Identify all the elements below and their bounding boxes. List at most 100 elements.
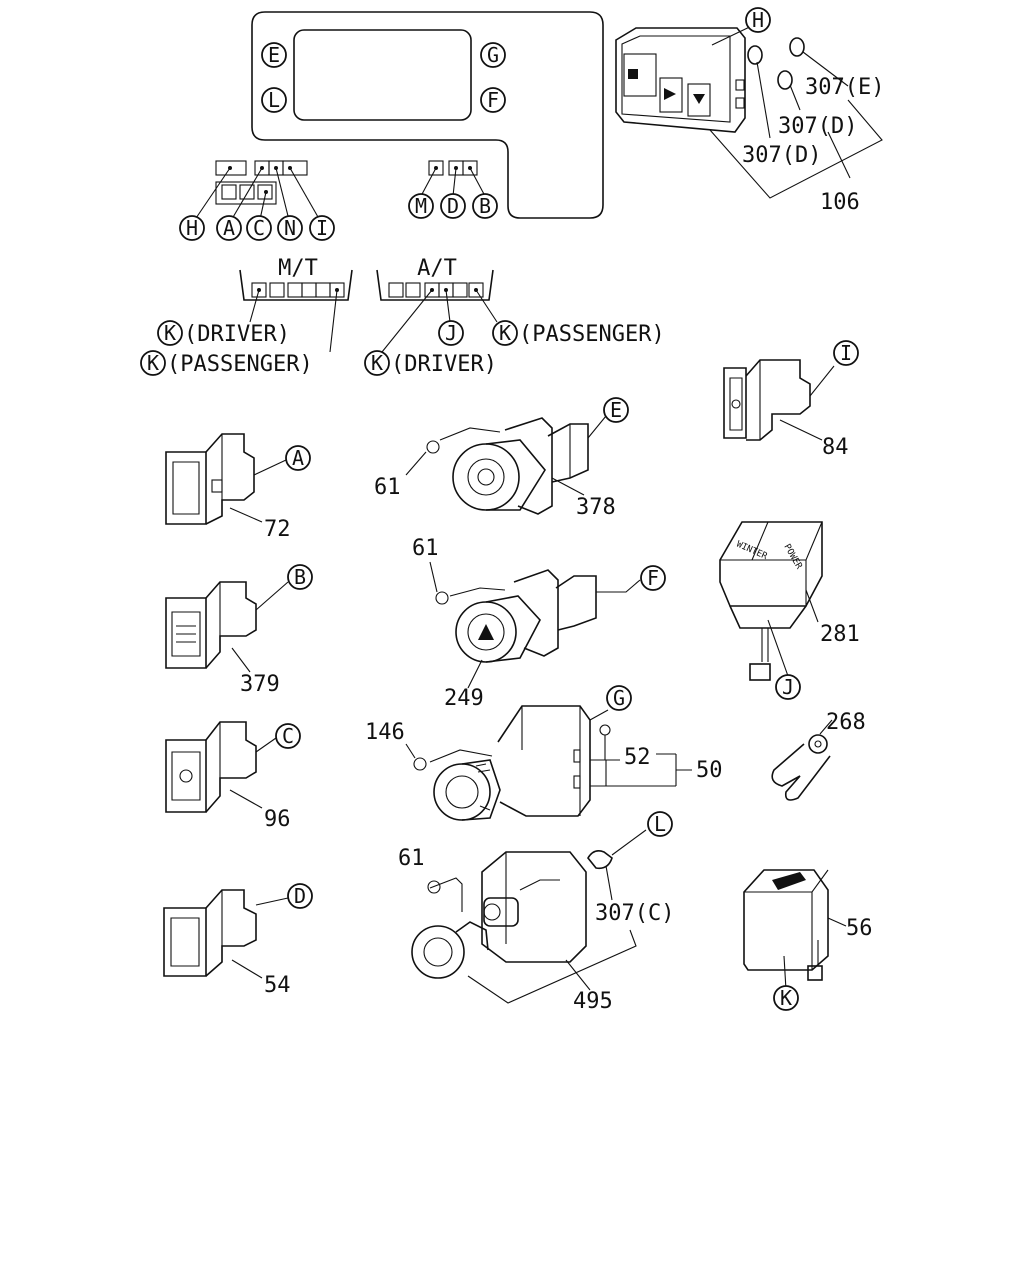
svg-text:E: E [268, 43, 280, 67]
switch-letter-h: H [179, 215, 205, 241]
callout-g: G [606, 685, 632, 711]
leader-54 [231, 959, 263, 979]
panel-letter-g: G [480, 42, 506, 68]
switch-84 [723, 359, 835, 441]
switch-54 [163, 889, 289, 977]
part-54: 54 [264, 973, 291, 998]
part-52: 52 [624, 745, 651, 770]
leader-84 [779, 419, 823, 441]
mt-k-driver: K (DRIVER) [157, 320, 290, 347]
mt-switch-row [239, 269, 353, 353]
leader-379 [231, 647, 251, 673]
part-307e: 307(E) [805, 75, 884, 100]
callout-l: L [647, 811, 673, 837]
callout-f: F [640, 565, 666, 591]
part-96: 96 [264, 807, 291, 832]
switch-letter-a: A [216, 215, 242, 241]
callout-b: B [287, 564, 313, 590]
switch-letter-n: N [277, 215, 303, 241]
switch-72 [165, 433, 287, 525]
switch-cluster-right [420, 160, 486, 197]
svg-text:B: B [479, 194, 491, 218]
svg-text:F: F [487, 88, 499, 112]
part-307c: 307(C) [595, 901, 674, 926]
part-307d-1: 307(D) [778, 114, 857, 139]
bulbs-307 [709, 37, 883, 199]
switch-letter-c: C [246, 215, 272, 241]
svg-text:A: A [223, 216, 235, 240]
svg-text:J: J [782, 675, 794, 699]
part-249: 249 [444, 686, 484, 711]
svg-text:K: K [780, 986, 792, 1010]
svg-text:(DRIVER): (DRIVER) [184, 322, 290, 347]
callout-a: A [285, 445, 311, 471]
part-72: 72 [264, 517, 291, 542]
mt-label: M/T [278, 256, 318, 281]
svg-text:I: I [316, 216, 328, 240]
switch-cluster-left [191, 160, 323, 225]
part-268: 268 [826, 710, 866, 735]
leader-72 [229, 507, 263, 523]
part-61-b: 61 [412, 536, 439, 561]
at-j: J [438, 320, 464, 346]
svg-text:H: H [186, 216, 198, 240]
svg-text:(PASSENGER): (PASSENGER) [519, 322, 665, 347]
callout-h: H [745, 7, 771, 33]
svg-text:(PASSENGER): (PASSENGER) [167, 352, 313, 377]
svg-text:K: K [371, 351, 383, 375]
part-281: 281 [820, 622, 860, 647]
svg-text:H: H [752, 8, 764, 32]
callout-e: E [603, 397, 629, 423]
at-k-passenger: K (PASSENGER) [492, 320, 665, 347]
switch-379 [165, 581, 289, 669]
at-switch-row [376, 269, 498, 353]
clip-268 [771, 719, 833, 801]
leader-96 [229, 789, 263, 809]
callout-d: D [287, 883, 313, 909]
part-56: 56 [846, 916, 873, 941]
part-495: 495 [573, 989, 613, 1014]
svg-text:E: E [610, 398, 622, 422]
part-146: 146 [365, 720, 405, 745]
svg-text:L: L [654, 812, 666, 836]
switch-letter-b: B [472, 193, 498, 219]
svg-text:B: B [294, 565, 306, 589]
part-106: 106 [820, 190, 860, 215]
svg-text:A: A [292, 446, 304, 470]
switch-281: POWER WINTER [719, 521, 823, 681]
switch-letter-i: I [309, 215, 335, 241]
switch-56 [743, 869, 847, 991]
mt-k-passenger: K (PASSENGER) [140, 350, 313, 377]
panel-letter-f: F [480, 87, 506, 113]
svg-text:G: G [487, 43, 499, 67]
svg-text:(DRIVER): (DRIVER) [391, 352, 497, 377]
panel-letter-e: E [261, 42, 287, 68]
switch-panel-106 [615, 21, 761, 133]
callout-i: I [833, 340, 859, 366]
svg-text:F: F [647, 566, 659, 590]
svg-text:I: I [840, 341, 852, 365]
callout-j: J [775, 674, 801, 700]
switch-50 [405, 705, 692, 821]
part-307d-2: 307(D) [742, 143, 821, 168]
svg-text:C: C [253, 216, 265, 240]
svg-text:POWER: POWER [781, 543, 803, 572]
svg-text:L: L [268, 88, 280, 112]
part-61-c: 61 [398, 846, 425, 871]
svg-text:G: G [613, 686, 625, 710]
part-84: 84 [822, 435, 849, 460]
svg-text:K: K [164, 321, 176, 345]
switch-96 [165, 721, 277, 813]
part-61-a: 61 [374, 475, 401, 500]
switch-378 [405, 415, 607, 515]
svg-text:K: K [499, 321, 511, 345]
callout-c: C [275, 723, 301, 749]
svg-text:N: N [284, 216, 296, 240]
at-k-driver: K (DRIVER) [364, 350, 497, 377]
svg-text:C: C [282, 724, 294, 748]
part-379: 379 [240, 672, 280, 697]
panel-letter-l: L [261, 87, 287, 113]
svg-text:D: D [294, 884, 306, 908]
switch-495 [411, 829, 647, 1004]
